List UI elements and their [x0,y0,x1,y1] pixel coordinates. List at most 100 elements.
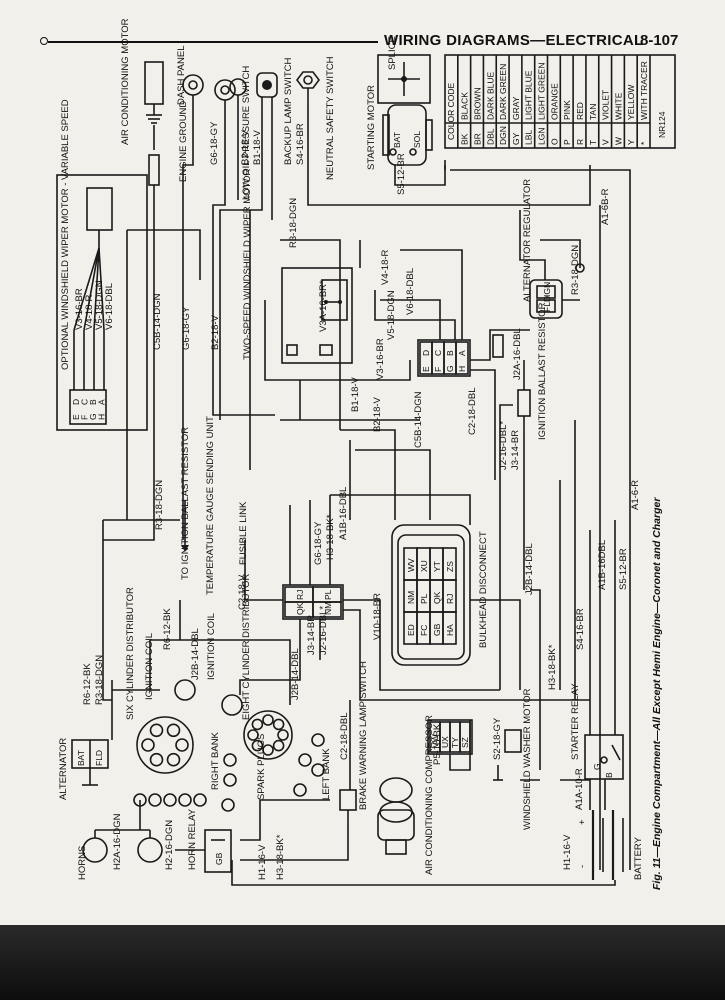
wire-j2b: J2B-14-DBL [524,543,535,595]
opt-wire-v6: V6-18-DBL [104,283,115,330]
dist-terminal-circle [262,714,274,726]
color-code-abbr: * [639,141,649,145]
eight-cyl-label: EIGHT CYLINDER DISTRIBUTOR [241,573,252,720]
opt-wiper-terminal: H [97,414,107,420]
wiper-terminal: D [421,350,431,356]
color-code-abbr: R [575,139,585,145]
p5-label: P5-18-BK [432,723,443,765]
dist-terminal-circle [277,729,289,741]
svg-text:+: + [577,819,588,825]
dist-terminal-circle [175,738,189,752]
wire-r3-b: R3-18-DGN [94,655,105,705]
dist-terminal-circle [272,739,285,752]
opt-wiper-terminal: A [97,399,107,405]
neutral-safety-label: NEUTRAL SAFETY SWITCH [325,56,336,180]
color-code-abbr: V [601,139,611,145]
low-oil-pressure-switch: LOW OIL PRESSURE SWITCH [229,66,252,200]
wire-j2b-b: J2B-14-DBL [190,628,201,680]
block-cavity: PL [323,589,333,600]
color-code-abbr: DBL [485,128,495,145]
spark-plug-circle [311,763,325,777]
spark-plug-circle [223,773,237,787]
wire-c5b: C5B-14-DGN [152,293,163,350]
wire-g6-blk: G6-18-GY [313,521,324,565]
opt-wiper-terminal: G [88,413,98,420]
engine-ground: ENGINE GROUND [178,79,236,182]
temp-gauge-unit: TEMPERATURE GAUGE SENDING UNIT TO IGNITI… [180,416,216,595]
spark-plug-circle [193,793,207,807]
h2a-label: H2A-16-DGN [112,813,123,870]
color-code-abbr: LBL [524,130,534,145]
spark-plug-circle [163,793,177,807]
bulkhead-cavity: ZS [445,561,455,572]
ignition-coil-b: IGNITION COIL [206,613,243,716]
opt-wiper-label: OPTIONAL WINDSHIELD WIPER MOTOR - VARIAB… [60,99,71,370]
washer-plug-cavity: UX [440,736,450,748]
color-code-name: LIGHT GREEN [537,63,547,120]
bulkhead-cavity: HA [445,624,455,636]
dash-panel-label: DASH PANEL [176,46,187,105]
bulkhead-cavity: WV [406,558,416,572]
binder-hole-icon [40,37,48,45]
opt-wiper-terminal: C [80,399,90,405]
color-code-abbr: O [549,138,559,145]
color-code-abbr: W [613,137,623,145]
dist-terminal-circle [166,752,181,767]
color-code-abbr: LGN [537,128,547,145]
eight-cyl-distributor: EIGHT CYLINDER DISTRIBUTOR [241,573,293,760]
alternator: BAT FLD ALTERNATOR [58,738,109,800]
wiper-terminal: C [433,350,443,356]
wire-v3: V3-16-BR [375,338,386,380]
fusible-link-label: FUSIBLE LINK [238,501,249,565]
fusible-link: FUSIBLE LINK [238,501,249,565]
sol-terminal-label: SOL [412,131,422,148]
horns-label: HORNS [77,846,88,880]
wire-a1b: A1B-16-DBL [338,487,349,540]
horn-relay: GB HORN RELAY [187,808,232,873]
spark-plug-circle [148,793,162,807]
block-cavity: NM [323,602,333,615]
temp-gauge-label: TEMPERATURE GAUGE SENDING UNIT [205,416,216,595]
bulkhead-cavity: ED [406,624,416,636]
dist-terminal-circle [247,729,259,741]
spark-plug-circle [293,783,307,797]
ign-coil-b-label: IGNITION COIL [206,613,217,680]
washer-plug-cavity: TY [450,737,460,748]
wire-labels: C5B-14-DGN G6-18-GY B2-18-V R3-18-DGN G6… [82,121,641,880]
optional-wiper-motor: OPTIONAL WINDSHIELD WIPER MOTOR - VARIAB… [56,99,148,431]
six-cyl-label: SIX CYLINDER DISTRIBUTOR [125,587,136,720]
wire-j3-b: J3-14-BR [306,615,317,655]
washer-plug-cavity: VW [430,734,440,748]
bulkhead-cavity: NM [406,591,416,604]
splice-label: SPLICE [387,36,398,70]
wiper-terminal: B [445,350,455,356]
bulkhead-cavity: QK [432,591,442,604]
header-rule [48,41,378,43]
engine-ground-label: ENGINE GROUND [178,101,189,182]
wire-h3: H3-18-BK* [325,514,336,560]
dist-terminal-circle [149,723,164,738]
ac-motor-label: AIR CONDITIONING MOTOR [120,18,131,145]
starting-motor: STARTING MOTOR BAT SOL [366,85,433,170]
wire-v10: V10-18-BR [372,593,383,640]
wire-a1b-b: A1B-16DBL [597,540,608,590]
wiper-terminal: A [457,350,467,356]
wire-r3-mid: R3-18-DGN [288,198,299,248]
color-code-abbr: P [562,139,572,145]
wire-b2-top: B2-18-V [240,129,251,165]
wire-b2-mid: B2-18-V [372,396,383,432]
opt-wire-v3: V3-16-BR [74,288,85,330]
wire-v4: V4-18-R [380,249,391,285]
reg-ign-label: IGN [542,282,552,297]
battery-label: BATTERY [633,836,644,880]
neutral-safety-switch: NEUTRAL SAFETY SWITCH [296,56,336,180]
wire-r3-reg: R3-18-DGN [570,245,581,295]
color-code-abbr: BK [460,133,470,145]
bulkhead-cavity: XU [419,560,429,572]
wire-h1: H1-16-V [562,834,573,870]
alternator-regulator: IGN FLD ALTERNATOR REGULATOR [522,179,585,319]
bulkhead-cavity: PL [419,593,429,604]
svg-text:-: - [577,865,588,868]
